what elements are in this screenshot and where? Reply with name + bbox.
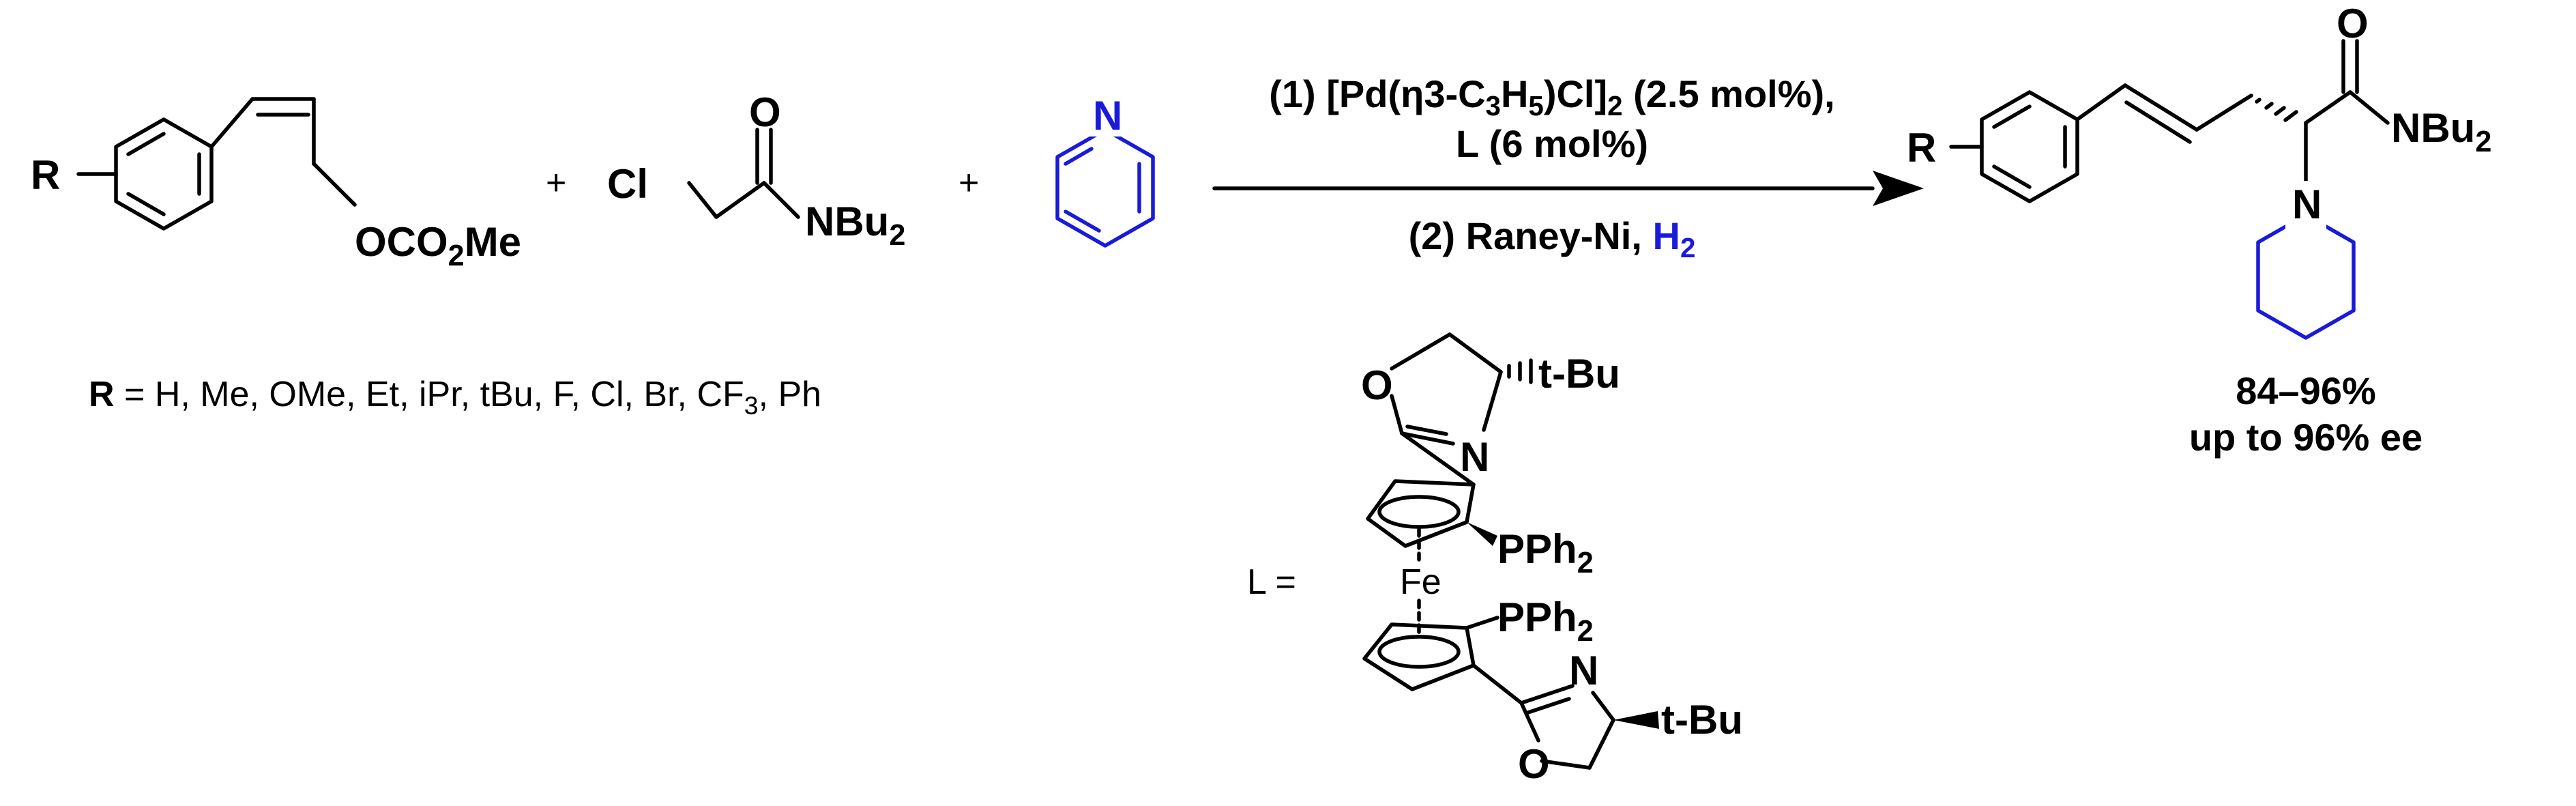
yield-label: 84–96% [2236,369,2376,412]
top-oxazoline-ring: O N t-Bu [1361,332,1620,480]
piperidine-nitrogen-label: N [2292,182,2322,227]
reactant-pyridine: N [1055,93,1155,248]
iron-label: Fe [1400,562,1441,602]
bottom-oxazoline-o: O [1518,741,1550,787]
product-amide-nbu2-label: NBu2 [2391,105,2491,158]
top-oxazoline-n: N [1460,434,1489,480]
bottom-pph2-label: PPh2 [1497,594,1594,648]
ligand-label: L = [1247,562,1296,602]
bottom-oxazoline-n: N [1569,648,1598,693]
reactant-allyl-carbonate: R OCO2Me [31,97,521,272]
condition-step-1: (1) [Pd(η3-C3H5)Cl]2 (2.5 mol%), [1269,72,1834,121]
amide-nbu2-label: NBu2 [805,199,905,252]
bottom-oxazoline-ring: N O t-Bu [1518,648,1743,787]
top-cyclopentadienyl-ring: PPh2 [1366,431,1594,579]
substituent-list: R = H, Me, OMe, Et, iPr, tBu, F, Cl, Br,… [89,375,821,420]
reactant-chloroacetamide: Cl O NBu2 [607,89,905,252]
ligand-structure: L = O N t-Bu PPh2 [1247,332,1743,787]
carbonate-group-label: OCO2Me [355,219,521,272]
top-oxazoline-o: O [1361,362,1393,408]
r-group-label: R [31,152,60,198]
reaction-arrow [1212,171,1924,206]
bottom-cyclopentadienyl-ring: PPh2 [1362,594,1594,705]
condition-step-2: (2) Raney-Ni, H2 [1409,214,1696,263]
top-pph2-label: PPh2 [1497,526,1594,579]
r-group-label-product: R [1907,125,1936,171]
hashed-wedge-bond [2255,98,2298,122]
chlorine-label: Cl [607,161,648,207]
ee-label: up to 96% ee [2189,416,2423,459]
bottom-tbu-label: t-Bu [1661,697,1743,743]
top-tbu-label: t-Bu [1538,351,1620,397]
pyridine-nitrogen-label: N [1093,93,1122,139]
product-carbonyl-oxygen-label: O [2337,1,2369,46]
carbonyl-oxygen-label: O [749,89,781,135]
plus-sign-1: + [546,163,566,203]
plus-sign-2: + [958,163,979,203]
product-molecule: R O NBu2 N [1907,1,2491,340]
condition-ligand-loading: L (6 mol%) [1456,122,1648,165]
top-hashed-wedge [1507,358,1533,384]
